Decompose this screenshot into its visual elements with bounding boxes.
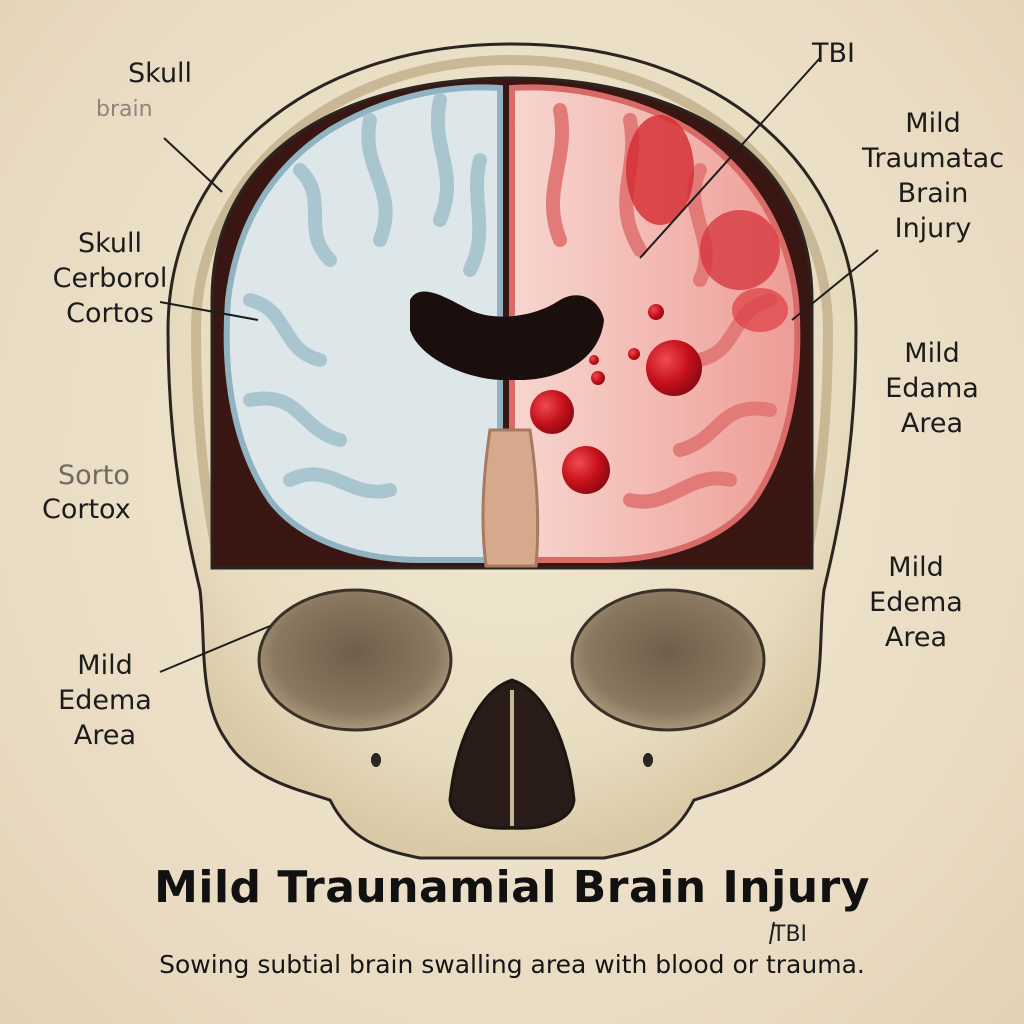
label-line: Edema bbox=[58, 685, 152, 717]
label-line: Area bbox=[900, 408, 964, 440]
label-cortex: Cortox bbox=[42, 494, 131, 525]
label-line: Skull bbox=[77, 228, 143, 259]
label-brain-faded: brain bbox=[96, 97, 153, 122]
label-tbi-small: TBI bbox=[772, 922, 808, 947]
left-hemisphere bbox=[223, 84, 503, 563]
label-line: Traumatac bbox=[861, 143, 1005, 175]
label-line: Area bbox=[884, 622, 948, 654]
page-title: Mild Traunamial Brain Injury bbox=[154, 862, 870, 913]
brainstem bbox=[481, 428, 540, 568]
label-line: Cerborol bbox=[52, 263, 168, 295]
label-sorto: Sorto bbox=[58, 460, 130, 491]
label-line: Edema bbox=[869, 587, 963, 619]
label-mild-tbi: Mild Traumatac Brain Injury bbox=[858, 106, 1008, 246]
right-hemisphere bbox=[509, 84, 801, 563]
label-mild-edema-left: Mild Edema Area bbox=[40, 648, 170, 753]
left-eye-socket bbox=[257, 588, 453, 732]
page-subtitle: Sowing subtial brain swalling area with … bbox=[159, 950, 865, 979]
label-mild-edema-right-lower: Mild Edema Area bbox=[846, 550, 986, 655]
label-skull-cerebral-cortex: Skull Cerborol Cortos bbox=[40, 226, 180, 331]
label-line: Injury bbox=[894, 213, 972, 245]
label-line: Mild bbox=[77, 650, 133, 681]
label-line: Area bbox=[73, 720, 137, 752]
blood-spots bbox=[530, 304, 702, 494]
label-line: Brain bbox=[897, 178, 969, 210]
label-line: Cortos bbox=[66, 298, 154, 330]
right-eye-socket bbox=[570, 588, 766, 732]
ventricle bbox=[410, 291, 604, 380]
label-mild-edema-right-upper: Mild Edama Area bbox=[862, 336, 1002, 441]
label-line: Mild bbox=[904, 338, 960, 369]
label-tbi-top: TBI bbox=[812, 38, 855, 69]
label-line: Mild bbox=[905, 108, 961, 139]
label-line: Mild bbox=[888, 552, 944, 583]
label-line: Edama bbox=[885, 373, 979, 405]
label-skull: Skull bbox=[128, 58, 193, 89]
